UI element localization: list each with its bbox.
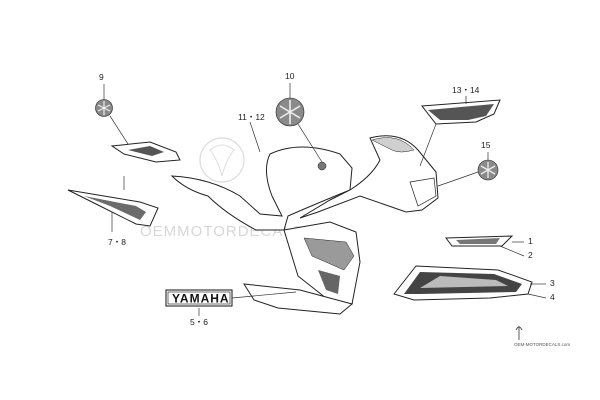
emblem-10: 10 <box>275 71 305 127</box>
headlight-opening <box>409 177 437 207</box>
emblem-9: 9 <box>95 72 113 117</box>
leader-13-14-fairing <box>419 123 437 167</box>
emblem-fork-lines <box>480 162 496 178</box>
watermark-emblem-mark <box>209 144 235 177</box>
leader-11-12 <box>249 121 261 153</box>
tail-cowl-stripe <box>128 146 164 156</box>
callout-1: 1 <box>528 236 533 246</box>
decal-1-2-fill <box>456 238 500 244</box>
fuel-tank-body <box>170 146 353 231</box>
callout-7-8: 7・8 <box>108 237 126 247</box>
tank-emblem-icon <box>317 161 327 171</box>
leader-2 <box>499 245 525 257</box>
callout-4: 4 <box>550 292 555 302</box>
yamaha-decal-text: YAMAHA <box>172 292 230 306</box>
emblem-fork-lines <box>97 101 111 115</box>
yamaha-decal-inner-frame <box>167 291 231 305</box>
side-fairing-decal-area <box>303 237 355 271</box>
callout-5-6: 5・6 <box>190 317 208 327</box>
corner-logo-icon <box>515 326 523 340</box>
emblem-fork-lines <box>279 100 301 124</box>
callout-9: 9 <box>99 72 104 82</box>
callout-15: 15 <box>481 140 491 150</box>
callout-3: 3 <box>550 278 555 288</box>
decal-3-4-highlight <box>420 276 508 288</box>
decal-13-14-fill <box>428 104 494 120</box>
corner-watermark-text: OEM-MOTORDECALS.com <box>514 342 570 347</box>
emblem-15: 15 <box>477 140 499 181</box>
watermark-emblem <box>199 137 245 183</box>
callout-13-14: 13・14 <box>452 85 480 95</box>
rear-panel-decal <box>67 189 159 227</box>
leader-lines <box>103 83 547 316</box>
corner-watermark: OEM-MOTORDECALS.com <box>514 326 570 347</box>
rear-panel-decal-stripe <box>84 196 146 220</box>
leader-10-tank <box>297 123 323 163</box>
callout-10: 10 <box>285 71 295 81</box>
leader-9-decal <box>109 115 129 145</box>
windscreen <box>371 137 415 153</box>
leader-15-fairing <box>437 171 479 187</box>
callout-2: 2 <box>528 250 533 260</box>
side-fairing-stripe <box>318 270 340 294</box>
lower-cowl <box>243 283 354 315</box>
leader-5-6-cowl <box>231 291 297 299</box>
leader-4 <box>527 293 547 299</box>
callout-11-12: 11・12 <box>238 112 265 122</box>
front-fairing <box>299 135 439 219</box>
